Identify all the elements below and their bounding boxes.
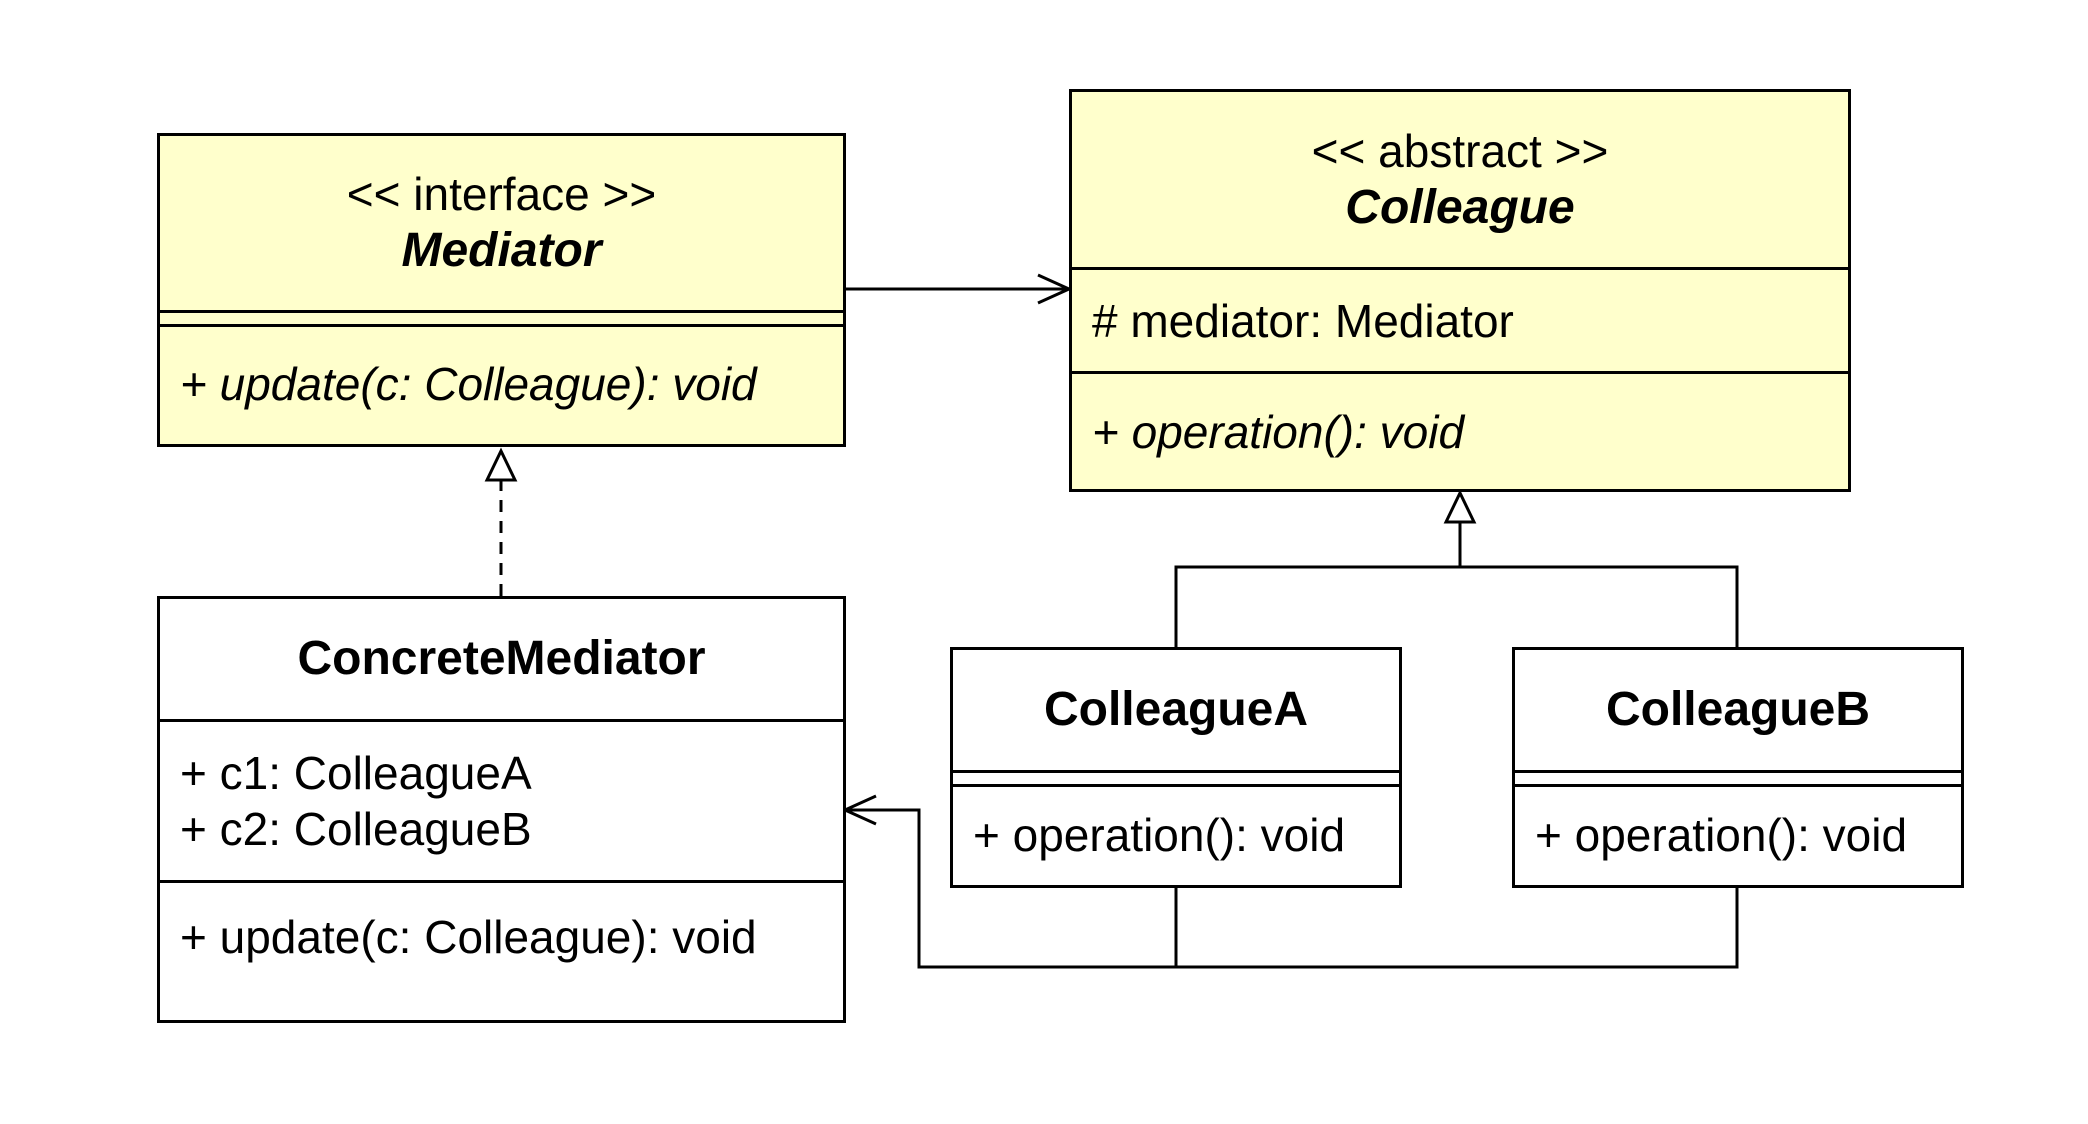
attributes-section-empty xyxy=(953,770,1399,784)
operations-section: + operation(): void xyxy=(1515,784,1961,882)
generalization-colleagues-to-colleague xyxy=(1174,489,1739,647)
operation-item: + update(c: Colleague): void xyxy=(180,358,757,410)
operations-section: + update(c: Colleague): void xyxy=(160,324,843,441)
class-colleague[interactable]: << abstract >> Colleague # mediator: Med… xyxy=(1069,89,1851,492)
class-name: ConcreteMediator xyxy=(297,632,706,685)
realization-concretemediator-to-mediator xyxy=(484,447,518,596)
class-header: ColleagueB xyxy=(1515,650,1961,770)
class-header: ColleagueA xyxy=(953,650,1399,770)
class-name: ColleagueB xyxy=(1605,683,1871,736)
class-name: Mediator xyxy=(401,224,602,277)
attributes-section: # mediator: Mediator xyxy=(1072,267,1848,371)
class-concrete-mediator[interactable]: ConcreteMediator + c1: ColleagueA + c2: … xyxy=(157,596,846,1023)
operation-item: + operation(): void xyxy=(1092,405,1465,458)
attribute-item: + c2: ColleagueB xyxy=(180,803,532,855)
attributes-section: + c1: ColleagueA + c2: ColleagueB xyxy=(160,719,843,880)
stereotype-label: << interface >> xyxy=(346,168,657,220)
attributes-section-empty xyxy=(1515,770,1961,784)
operations-section: + operation(): void xyxy=(1072,371,1848,489)
class-name: Colleague xyxy=(1345,180,1575,234)
attributes-section-empty xyxy=(160,310,843,324)
hollow-triangle-arrowhead xyxy=(1443,489,1477,524)
attribute-item: + c1: ColleagueA xyxy=(180,747,532,799)
class-header: << abstract >> Colleague xyxy=(1072,92,1848,267)
operation-item: + operation(): void xyxy=(1535,808,1908,861)
class-mediator[interactable]: << interface >> Mediator + update(c: Col… xyxy=(157,133,846,447)
class-name: ColleagueA xyxy=(1043,683,1309,736)
operations-section: + update(c: Colleague): void xyxy=(160,880,843,1020)
hollow-triangle-arrowhead xyxy=(484,447,518,482)
operations-section: + operation(): void xyxy=(953,784,1399,882)
operation-item: + operation(): void xyxy=(973,808,1346,861)
operation-item: + update(c: Colleague): void xyxy=(180,911,757,963)
attribute-item: # mediator: Mediator xyxy=(1092,294,1514,347)
stereotype-label: << abstract >> xyxy=(1311,124,1609,177)
class-header: << interface >> Mediator xyxy=(160,136,843,310)
class-colleague-a[interactable]: ColleagueA + operation(): void xyxy=(950,647,1402,888)
class-colleague-b[interactable]: ColleagueB + operation(): void xyxy=(1512,647,1964,888)
association-mediator-to-colleague xyxy=(845,273,1073,305)
class-header: ConcreteMediator xyxy=(160,599,843,719)
